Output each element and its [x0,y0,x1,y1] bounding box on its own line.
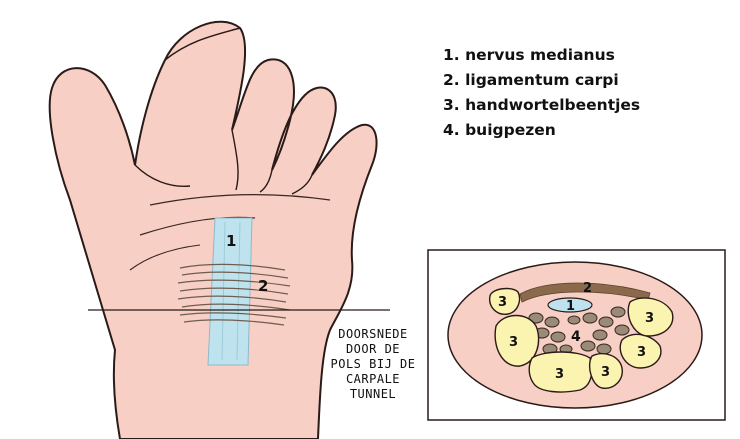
hand-label-ligament: 2 [258,277,268,295]
caption-line: CARPALE [318,372,428,387]
bone-label: 3 [509,335,518,350]
bone-label: 3 [637,345,646,360]
legend-item-tendons: 4. buigpezen [443,121,640,146]
caption-line: POLS BIJ DE [318,357,428,372]
section-label-nerve: 1 [566,299,575,314]
bone-label: 3 [498,295,507,310]
caption-line: TUNNEL [318,387,428,402]
legend-item-ligament: 2. ligamentum carpi [443,71,640,96]
legend-item-nerve: 1. nervus medianus [443,46,640,71]
bone-label: 3 [601,365,610,380]
section-label-ligament: 2 [583,281,592,296]
legend: 1. nervus medianus 2. ligamentum carpi 3… [443,46,640,146]
caption-line: DOOR DE [318,342,428,357]
hand-label-nerve: 1 [226,232,236,250]
bone-label: 3 [645,311,654,326]
section-label-tendons: 4 [571,329,581,345]
cross-section: 4 3 3 3 3 3 3 1 2 [428,250,725,420]
cross-section-caption: DOORSNEDE DOOR DE POLS BIJ DE CARPALE TU… [318,327,428,402]
caption-line: DOORSNEDE [318,327,428,342]
legend-item-bones: 3. handwortelbeentjes [443,96,640,121]
bone-label: 3 [555,367,564,382]
